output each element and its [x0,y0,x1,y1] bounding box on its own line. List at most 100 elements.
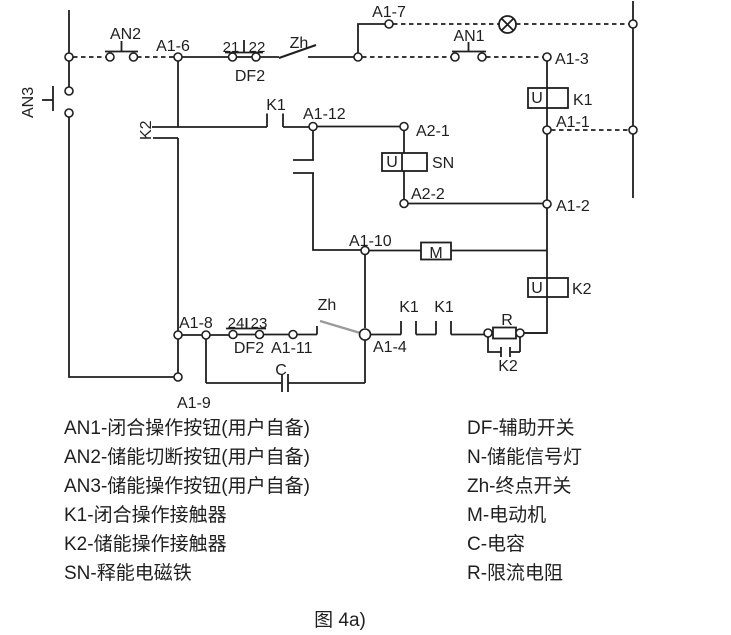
terminal-a1-4 [358,328,372,341]
figure-caption: 图 4a) [314,610,366,631]
label-a1-6: A1-6 [156,38,190,55]
resistor-box [492,326,517,340]
r-bypass-left [487,337,501,353]
label-a1-3: A1-3 [555,51,589,68]
zh-top-blade [278,44,317,59]
label-k2-coil: K2 [572,281,592,298]
label-an2: AN2 [110,26,141,43]
label-a1-2: A1-2 [556,198,590,215]
solid-wires [42,1,634,392]
terminal-zh-out [353,52,363,62]
legend-zh: Zh-终点开关 [467,476,572,497]
label-23: 23 [251,315,268,332]
label-a1-9: A1-9 [177,395,211,412]
wire-to-a110 [312,173,361,251]
label-zh-top: Zh [290,35,309,52]
label-an3: AN3 [20,87,37,118]
label-capacitor: C [275,362,287,379]
wire-a17-branch [357,23,385,57]
label-zh-bottom: Zh [318,297,337,314]
terminal-a1-6 [173,52,183,62]
terminal-a1-11 [288,329,298,340]
legend-df: DF-辅助开关 [467,418,575,439]
zh-bottom-blade [319,319,363,335]
terminal-an2-left [105,52,115,62]
terminal-an3-top [64,86,74,96]
sn-coil-box [381,152,428,172]
label-a1-8: A1-8 [179,315,213,332]
label-k2-contact: K2 [138,120,155,140]
terminal-r-right [515,328,525,338]
terminals [64,19,638,382]
terminal-an3-bottom [64,108,74,118]
legend-sn: SN-释能电磁铁 [64,563,192,584]
terminal-a1-10 [360,245,370,256]
label-a1-11: A1-11 [271,340,313,357]
legend-n: N-储能信号灯 [467,447,583,468]
signal-lamp-icon [498,15,517,34]
motor-box [420,241,452,261]
terminal-an1-left [450,52,460,62]
terminal-a1-8 [173,330,183,340]
label-k1-coil: K1 [573,92,593,109]
terminal-df2-23 [254,329,265,340]
label-a1-7: A1-7 [372,4,406,21]
label-k2-coil-u: U [531,280,543,297]
terminal-df2-21 [227,52,238,62]
lamp-cross [500,17,515,32]
legend-an1: AN1-闭合操作按钮(用户自备) [64,418,310,439]
terminal-r-left [483,328,493,338]
label-a1-4: A1-4 [373,339,407,356]
terminal-a2-2 [399,198,409,209]
label-k2-bypass: K2 [498,358,518,375]
label-22: 22 [249,39,266,56]
k1-coil-box [527,87,569,109]
terminal-df2-22 [251,52,261,62]
circuit-diagram: AN2 AN3 A1-6 21 22 DF2 Zh A1-7 AN1 A1-3 … [20,1,638,412]
legend-k1: K1-闭合操作接触器 [64,505,227,526]
wire-left-bus-bottom [68,117,174,378]
terminal-a2-1 [399,121,409,132]
legend-k2: K2-储能操作接触器 [64,534,227,555]
label-a2-1: A2-1 [416,123,450,140]
label-k1-contact-a: K1 [399,299,419,316]
legend-an2: AN2-储能切断按钮(用户自备) [64,447,310,468]
label-24: 24 [228,315,245,332]
label-an1: AN1 [453,28,484,45]
label-df2-bottom: DF2 [234,340,264,357]
terminal-bus-lamp [628,19,638,29]
label-resistor: R [501,312,513,329]
label-motor: M [429,245,442,262]
label-sn-coil-u: U [386,154,398,171]
circuit-labels: AN2 AN3 A1-6 21 22 DF2 Zh A1-7 AN1 A1-3 … [20,4,593,412]
terminal-an1-right [477,52,487,62]
dashed-wires [73,23,629,131]
label-k1-contact-b: K1 [434,299,454,316]
legend-c: C-电容 [467,534,526,555]
terminal-an2-right [128,52,139,62]
terminal-df2-24 [228,329,238,340]
label-a1-1: A1-1 [556,114,590,131]
legend-an3: AN3-储能操作按钮(用户自备) [64,476,310,497]
terminal-a1-3 [542,52,552,62]
legend-m: M-电动机 [467,505,547,526]
terminal-a1-9 [173,372,183,382]
terminal-cap-junction [201,330,211,340]
label-a1-12: A1-12 [303,106,346,123]
wire-k2coil-r [524,297,548,334]
label-sn-coil: SN [432,155,454,172]
label-21: 21 [223,39,240,56]
terminal-a1-2 [542,199,552,209]
k2-coil-box [527,277,569,298]
label-df2-top: DF2 [235,68,265,85]
label-a2-2: A2-2 [411,186,445,203]
label-a1-10: A1-10 [349,233,392,250]
terminal-bus-a11 [628,125,638,135]
component-boxes [381,87,569,340]
legend-r: R-限流电阻 [467,563,564,584]
terminal-left-bus [64,52,74,62]
terminal-a1-12 [308,121,318,132]
terminal-a1-7 [384,19,394,29]
label-k1-contact: K1 [266,97,286,114]
